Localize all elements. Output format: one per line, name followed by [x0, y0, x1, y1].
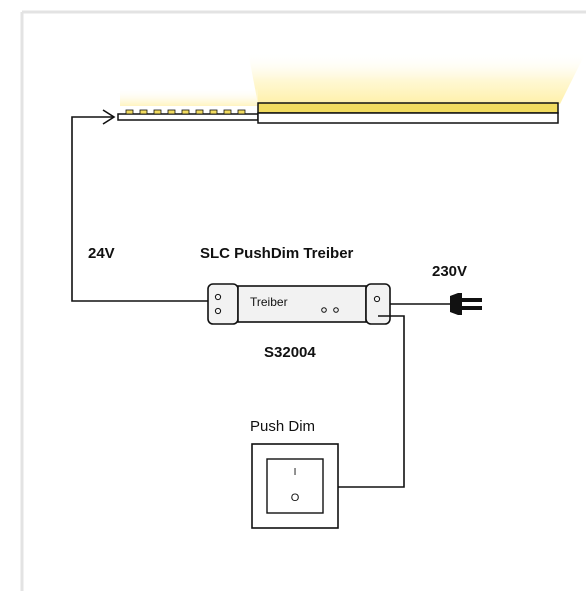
driver-led-2	[333, 307, 339, 313]
driver-unit: Treiber	[207, 283, 391, 325]
voltage-24v-label: 24V	[88, 245, 115, 262]
led-light-glow	[248, 52, 586, 104]
driver-body-label: Treiber	[250, 295, 288, 309]
led-chips	[125, 109, 246, 115]
switch-label: Push Dim	[250, 418, 315, 435]
voltage-230v-label: 230V	[432, 263, 467, 280]
led-strip-bar	[117, 113, 259, 121]
driver-led-1	[321, 307, 327, 313]
driver-title: SLC PushDim Treiber	[200, 245, 354, 262]
driver-model-label: S32004	[264, 344, 316, 361]
driver-right-terminal	[365, 283, 391, 325]
driver-left-terminal	[207, 283, 239, 325]
led-chip-glow	[120, 88, 258, 106]
push-dim-switch: I O	[251, 443, 339, 529]
wire-24v	[71, 116, 208, 302]
led-profile-diffuser	[257, 102, 559, 114]
wire-switch	[338, 315, 405, 488]
power-plug-icon	[450, 293, 482, 315]
led-strip	[117, 102, 559, 124]
frame	[20, 10, 586, 591]
switch-off-mark: O	[291, 492, 300, 504]
switch-rocker	[266, 458, 324, 514]
arrow-right-icon	[102, 109, 116, 125]
led-profile-body	[257, 112, 559, 124]
switch-on-mark: I	[294, 467, 297, 478]
driver-body	[237, 285, 367, 323]
